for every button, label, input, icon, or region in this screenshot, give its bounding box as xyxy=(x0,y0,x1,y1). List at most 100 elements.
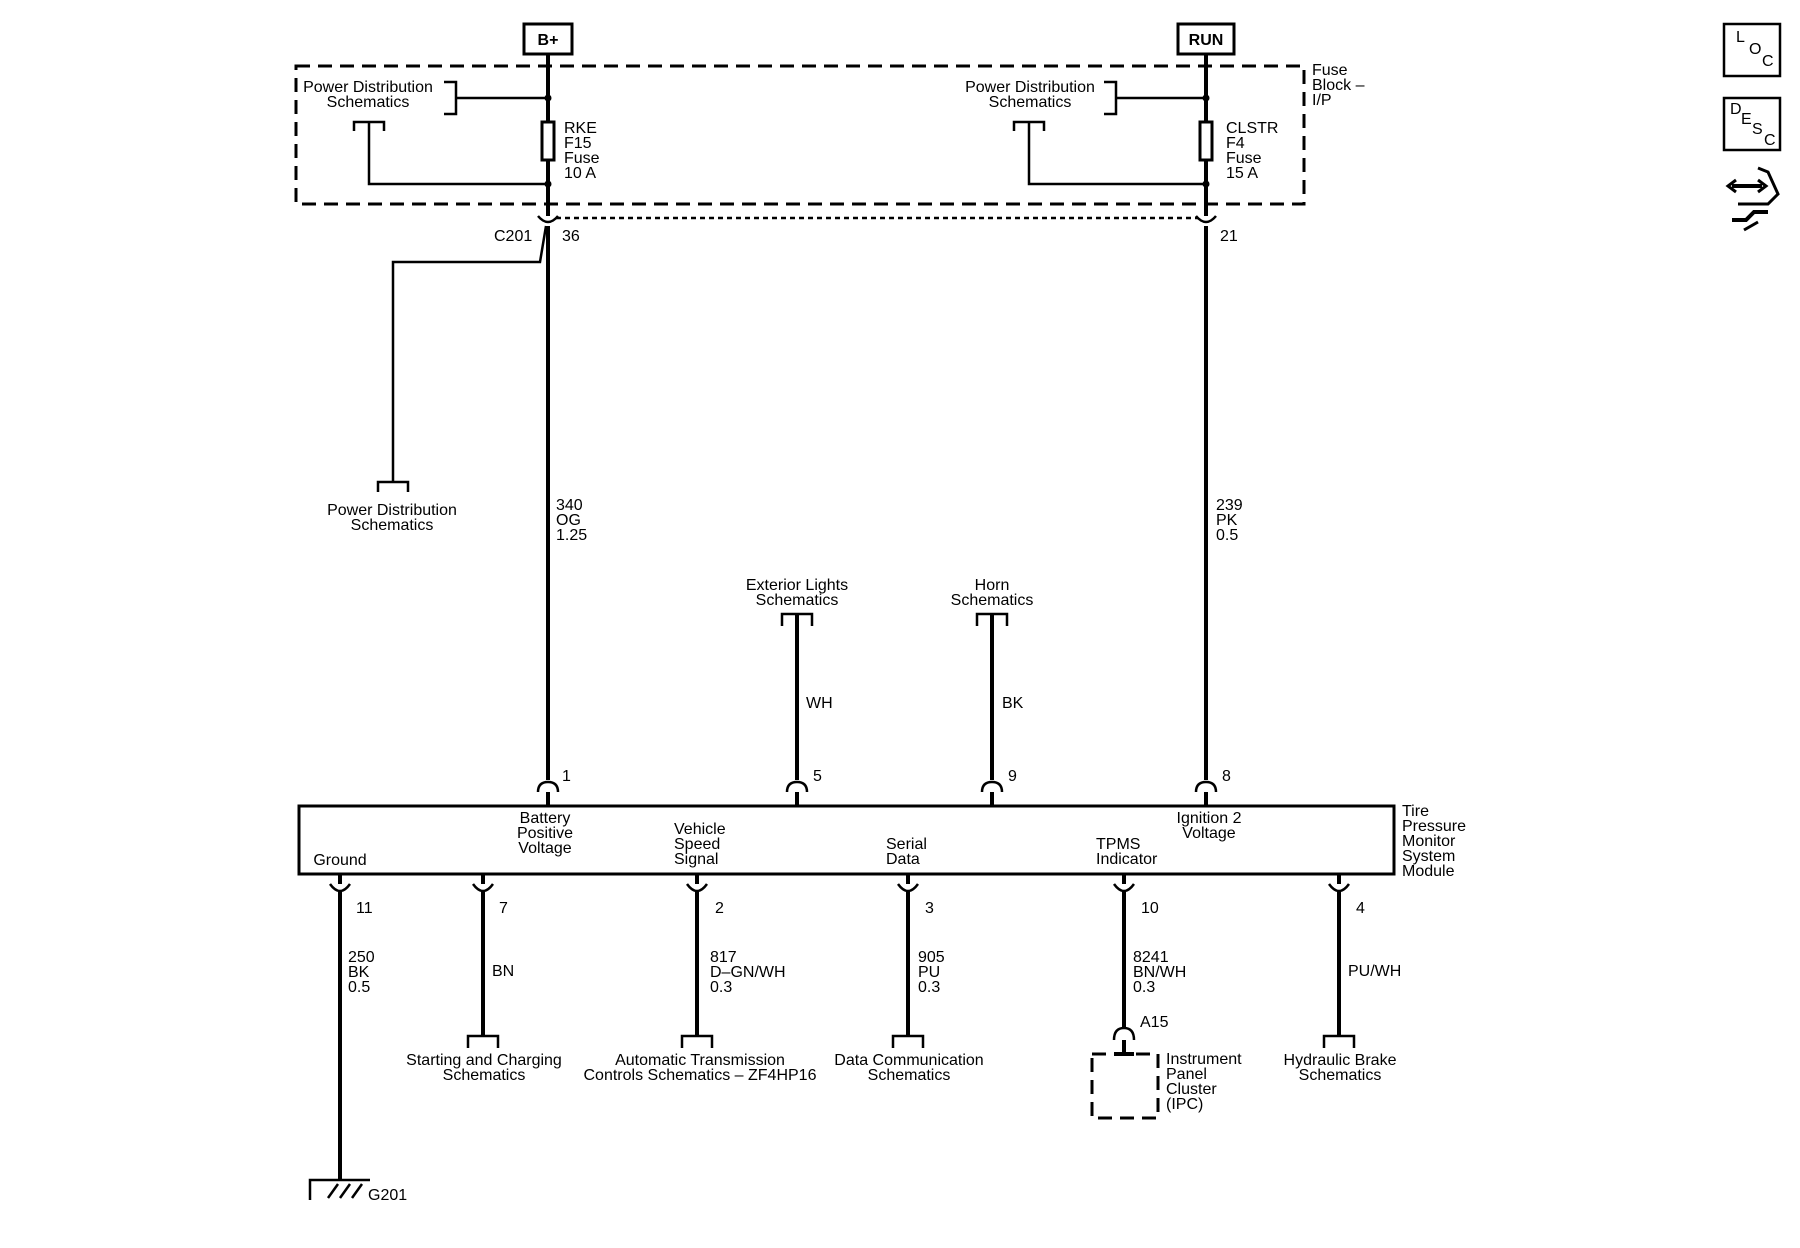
connector-end-view-icon[interactable] xyxy=(1725,166,1780,232)
c201-pin-21-terminal xyxy=(1195,215,1217,224)
svg-text:C: C xyxy=(1762,53,1774,70)
horn-ref[interactable]: Horn Schematics xyxy=(951,577,1034,609)
module-pin-9: 9 xyxy=(1008,768,1017,785)
ground-g201-label: G201 xyxy=(368,1187,407,1204)
hydraulic-brake-ref[interactable]: Hydraulic Brake Schematics xyxy=(1284,1052,1397,1084)
wire-pu-wh-label: PU/WH xyxy=(1348,963,1401,980)
svg-text:Signal: Signal xyxy=(674,851,718,868)
module-pin-7: 7 xyxy=(499,900,508,917)
wire-817-label: 817 D–GN/WH 0.3 xyxy=(710,949,786,996)
ipc-label-line2: Panel xyxy=(1166,1066,1207,1083)
svg-text:BN/WH: BN/WH xyxy=(1133,964,1186,981)
power-dist-ref-1-bracket xyxy=(444,80,458,116)
module-pin-5: 5 xyxy=(813,768,822,785)
module-pin-2: 2 xyxy=(715,900,724,917)
module-pin-11: 11 xyxy=(356,900,373,917)
starting-charging-ref[interactable]: Starting and Charging Schematics xyxy=(406,1052,562,1084)
wire-340-label: 340 OG 1.25 xyxy=(556,497,587,544)
svg-text:D–GN/WH: D–GN/WH xyxy=(710,964,786,981)
svg-text:BK: BK xyxy=(348,964,370,981)
svg-text:Speed: Speed xyxy=(674,836,720,853)
exterior-lights-ref-line2: Schematics xyxy=(756,592,839,609)
pin-label-serial-data: Serial Data xyxy=(886,836,927,868)
power-source-run: RUN xyxy=(1176,22,1236,56)
wire-905-label: 905 PU 0.3 xyxy=(918,949,945,996)
data-comm-ref-line2: Schematics xyxy=(868,1067,951,1084)
module-pin-8: 8 xyxy=(1222,768,1231,785)
svg-text:E: E xyxy=(1741,111,1752,128)
fuse-block-label-3: I/P xyxy=(1312,92,1332,109)
ipc-label-line4: (IPC) xyxy=(1166,1096,1203,1113)
svg-text:Ignition 2: Ignition 2 xyxy=(1177,810,1242,827)
ipc-label-line3: Cluster xyxy=(1166,1081,1217,1098)
module-name: Tire Pressure Monitor System Module xyxy=(1402,803,1466,880)
svg-text:Positive: Positive xyxy=(517,825,573,842)
ipc-label[interactable]: Instrument Panel Cluster (IPC) xyxy=(1166,1051,1242,1113)
svg-text:Module: Module xyxy=(1402,863,1455,880)
wire-239-label: 239 PK 0.5 xyxy=(1216,497,1243,544)
data-comm-ref[interactable]: Data Communication Schematics xyxy=(834,1052,983,1084)
svg-text:Serial: Serial xyxy=(886,836,927,853)
c201-pin-36: 36 xyxy=(562,228,580,245)
power-source-b-plus: B+ xyxy=(522,22,574,56)
wire-250-label: 250 BK 0.5 xyxy=(348,949,375,996)
loc-icon[interactable]: L O C xyxy=(1722,22,1782,78)
svg-text:S: S xyxy=(1752,121,1763,138)
svg-text:C: C xyxy=(1764,132,1776,149)
power-dist-ref-2-line2: Schematics xyxy=(989,94,1072,111)
power-dist-ref-3[interactable]: Power Distribution Schematics xyxy=(327,502,457,534)
data-comm-ref-line1: Data Communication xyxy=(834,1052,983,1069)
svg-text:CLSTR: CLSTR xyxy=(1226,120,1278,137)
svg-text:O: O xyxy=(1749,41,1761,58)
svg-text:0.3: 0.3 xyxy=(710,979,732,996)
svg-text:Fuse: Fuse xyxy=(564,150,600,167)
pin-label-ignition: Ignition 2 Voltage xyxy=(1177,810,1242,842)
svg-text:0.3: 0.3 xyxy=(1133,979,1155,996)
svg-text:Fuse: Fuse xyxy=(1226,150,1262,167)
horn-ref-line2: Schematics xyxy=(951,592,1034,609)
svg-text:Pressure: Pressure xyxy=(1402,818,1466,835)
run-label: RUN xyxy=(1189,32,1224,49)
svg-text:0.5: 0.5 xyxy=(1216,527,1238,544)
fuse-f4-label: CLSTR F4 Fuse 15 A xyxy=(1226,120,1278,182)
svg-text:OG: OG xyxy=(556,512,581,529)
wire-bk-label: BK xyxy=(1002,695,1024,712)
svg-text:Voltage: Voltage xyxy=(518,840,571,857)
module-pin-4: 4 xyxy=(1356,900,1365,917)
hydraulic-brake-ref-line1: Hydraulic Brake xyxy=(1284,1052,1397,1069)
svg-text:System: System xyxy=(1402,848,1455,865)
exterior-lights-ref[interactable]: Exterior Lights Schematics xyxy=(746,577,848,609)
b-plus-label: B+ xyxy=(538,32,559,49)
svg-text:Vehicle: Vehicle xyxy=(674,821,726,838)
power-dist-ref-1[interactable]: Power Distribution Schematics xyxy=(303,79,433,111)
desc-icon[interactable]: D E S C xyxy=(1722,96,1782,152)
auto-trans-ref-line2: Controls Schematics – ZF4HP16 xyxy=(584,1067,817,1084)
c201-label: C201 xyxy=(494,228,532,245)
svg-text:F15: F15 xyxy=(564,135,592,152)
pin-label-ground: Ground xyxy=(313,852,366,869)
svg-text:PK: PK xyxy=(1216,512,1238,529)
svg-text:PU: PU xyxy=(918,964,940,981)
svg-text:1.25: 1.25 xyxy=(556,527,587,544)
svg-text:TPMS: TPMS xyxy=(1096,836,1140,853)
svg-text:Tire: Tire xyxy=(1402,803,1429,820)
pin-label-vss: Vehicle Speed Signal xyxy=(674,821,726,868)
auto-trans-ref-line1: Automatic Transmission xyxy=(615,1052,785,1069)
power-dist-ref-2[interactable]: Power Distribution Schematics xyxy=(965,79,1095,111)
fuse-f15 xyxy=(540,120,556,162)
svg-text:RKE: RKE xyxy=(564,120,597,137)
svg-text:F4: F4 xyxy=(1226,135,1245,152)
fuse-block-outline xyxy=(294,64,1306,206)
c201-pin-21: 21 xyxy=(1220,228,1238,245)
svg-text:15 A: 15 A xyxy=(1226,165,1258,182)
wire-8241-label: 8241 BN/WH 0.3 xyxy=(1133,949,1186,996)
svg-text:Monitor: Monitor xyxy=(1402,833,1456,850)
module-pin-1: 1 xyxy=(562,768,571,785)
horn-ref-line1: Horn xyxy=(975,577,1010,594)
svg-text:239: 239 xyxy=(1216,497,1243,514)
ipc-label-line1: Instrument xyxy=(1166,1051,1242,1068)
power-dist-ref-1-line1: Power Distribution xyxy=(303,79,433,96)
auto-trans-ref[interactable]: Automatic Transmission Controls Schemati… xyxy=(584,1052,817,1084)
svg-text:Data: Data xyxy=(886,851,920,868)
fuse-block-label-2: Block – xyxy=(1312,77,1365,94)
